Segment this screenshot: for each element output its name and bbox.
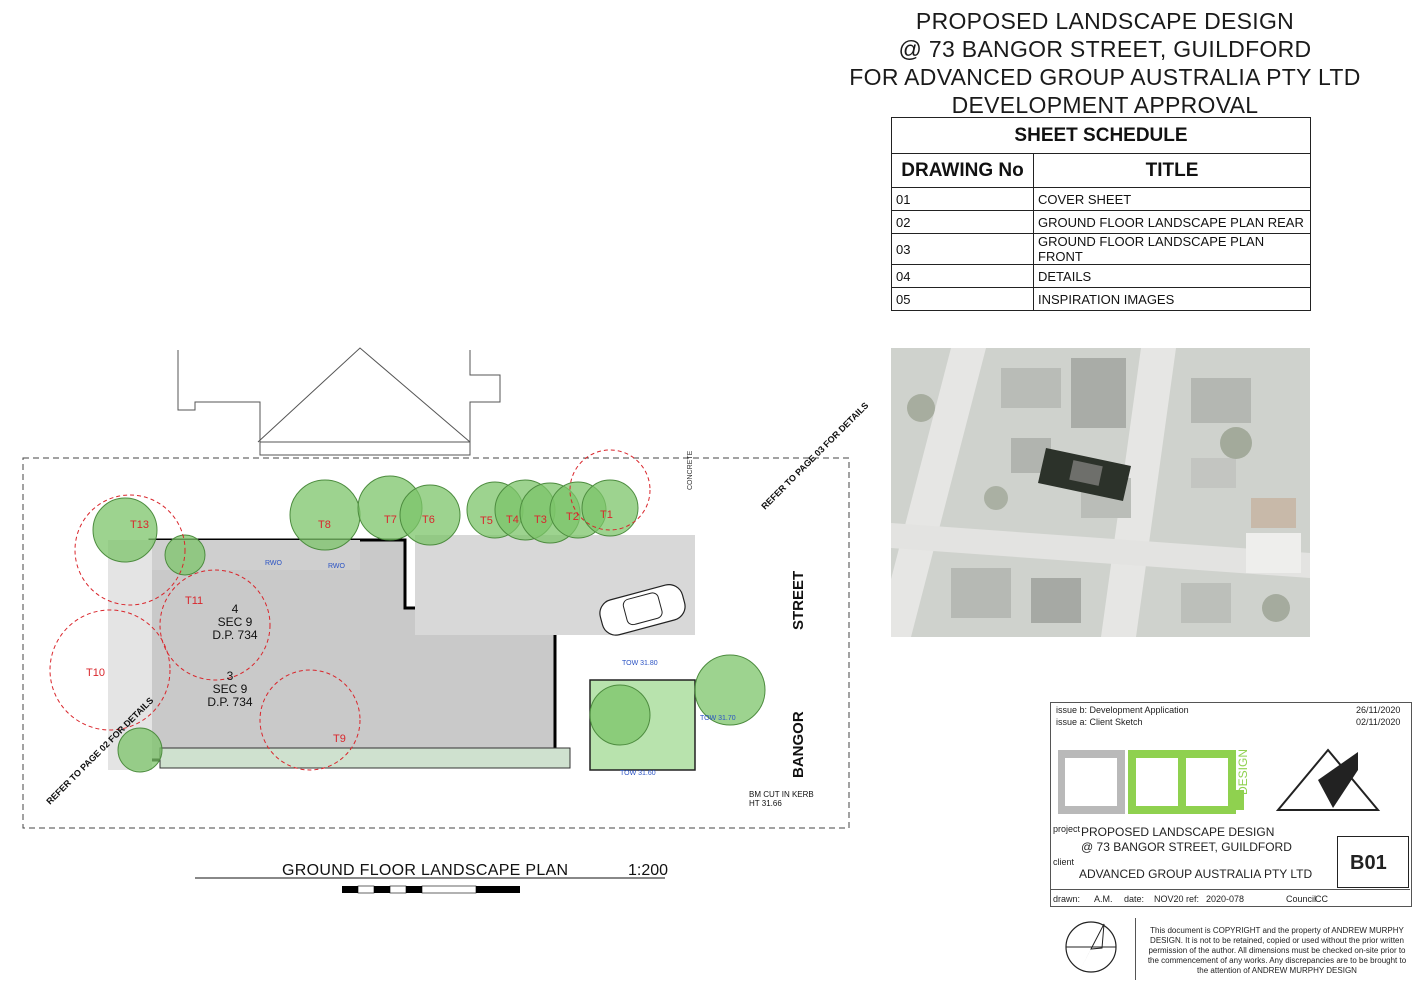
aerial-site-photo [891, 348, 1310, 637]
site-boundary [22, 457, 850, 829]
tree-label: T13 [130, 519, 149, 531]
date-label: date: [1124, 894, 1145, 904]
bangor-label: BANGOR [790, 711, 807, 778]
neighbour-house-outline [177, 350, 501, 456]
scale-bar [342, 885, 520, 894]
title-line-3: FOR ADVANCED GROUP AUSTRALIA PTY LTD [849, 64, 1361, 90]
copyright-notice: This document is COPYRIGHT and the prope… [1147, 926, 1407, 975]
schedule-no: 02 [891, 210, 1034, 234]
issue-b: issue b: Development Application [1056, 705, 1189, 715]
plan-scale: 1:200 [628, 862, 669, 879]
schedule-title: GROUND FLOOR LANDSCAPE PLAN FRONT [1033, 233, 1311, 265]
client-name: ADVANCED GROUP AUSTRALIA PTY LTD [1079, 867, 1313, 881]
tree-label: T4 [506, 514, 519, 526]
drawn-value: A.M. [1094, 894, 1113, 904]
tow-label: TOW 31.80 [622, 660, 658, 667]
title-line-4: DEVELOPMENT APPROVAL [951, 92, 1259, 118]
logo-design-text: DESIGN [1236, 748, 1250, 795]
title-line-2: @ 73 BANGOR STREET, GUILDFORD [898, 36, 1312, 62]
lot4-sec: SEC 9 [218, 615, 253, 629]
schedule-no: 04 [891, 264, 1034, 288]
tree-label: T5 [480, 515, 493, 527]
tree-label: T2 [566, 511, 579, 523]
lot3-sec: SEC 9 [213, 682, 248, 696]
rwo-label: RWO [265, 560, 283, 567]
tree-label: T9 [333, 733, 346, 745]
ref-value: 2020-078 [1206, 894, 1245, 904]
refer-right-label: REFER TO PAGE 03 FOR DETAILS [759, 400, 870, 511]
plan-caption: GROUND FLOOR LANDSCAPE PLAN [282, 862, 569, 879]
project-label: project [1053, 824, 1081, 834]
legal-divider [1135, 918, 1136, 980]
tree-label: T3 [534, 514, 547, 526]
client-label: client [1053, 857, 1075, 867]
tree-canopies [92, 475, 766, 773]
planter-strip [159, 747, 571, 769]
ref-label: ref: [1186, 894, 1200, 904]
tree-label: T8 [318, 519, 331, 531]
schedule-title: GROUND FLOOR LANDSCAPE PLAN REAR [1033, 210, 1311, 234]
car-icon [599, 584, 686, 636]
schedule-no: 01 [891, 187, 1034, 211]
landscape-plan-drawing: T1 T2 T3 T4 T5 T6 T7 T8 T9 T10 T11 T13 4… [22, 347, 870, 879]
street-label: STREET [790, 571, 807, 630]
title-line-1: PROPOSED LANDSCAPE DESIGN [915, 8, 1295, 34]
tree-label: T7 [384, 514, 397, 526]
bm-label: BM CUT IN KERB [749, 790, 814, 799]
tree-label: T11 [185, 595, 203, 607]
date-value: NOV20 [1154, 894, 1184, 904]
rwo-label: RWO [328, 563, 346, 570]
neighbour-roof [257, 347, 471, 443]
project-line-1: PROPOSED LANDSCAPE DESIGN [1081, 825, 1275, 839]
council-label: Council [1286, 894, 1317, 904]
tree-label: T6 [422, 514, 435, 526]
schedule-no: 05 [891, 287, 1034, 311]
sheet-number-box [1337, 836, 1409, 888]
north-arrow-icon [1065, 921, 1117, 973]
lot3-label: 3 [227, 669, 234, 683]
drawn-label: drawn: [1053, 894, 1081, 904]
am-design-logo [1058, 748, 1381, 814]
schedule-col-drawing: DRAWING No [891, 153, 1034, 188]
tree-label: T10 [86, 667, 105, 679]
drawing-title-block [1050, 702, 1412, 907]
council-value: CC [1315, 894, 1328, 904]
issue-b-date: 26/11/2020 [1356, 705, 1401, 715]
schedule-title: DETAILS [1033, 264, 1311, 288]
schedule-heading: SHEET SCHEDULE [891, 117, 1311, 154]
tree-label: T1 [600, 509, 613, 521]
tree-protection-zones [49, 449, 651, 771]
issue-a-date: 02/11/2020 [1356, 717, 1401, 727]
tow-label: TOW 31.60 [620, 770, 656, 777]
project-line-2: @ 73 BANGOR STREET, GUILDFORD [1081, 840, 1292, 854]
schedule-title: COVER SHEET [1033, 187, 1311, 211]
sheet-number: B01 [1350, 852, 1387, 874]
title-block-divider [1050, 889, 1410, 890]
schedule-no: 03 [891, 233, 1034, 265]
issue-a: issue a: Client Sketch [1056, 717, 1143, 727]
tow-label: TOW 31.70 [700, 715, 736, 722]
aerial-map-graphic [891, 348, 1310, 637]
concrete-label: CONCRETE [687, 450, 694, 490]
lot4-label: 4 [232, 602, 239, 616]
lot3-dp: D.P. 734 [207, 695, 252, 709]
lot4-dp: D.P. 734 [212, 628, 257, 642]
schedule-title: INSPIRATION IMAGES [1033, 287, 1311, 311]
bm-height: HT 31.66 [749, 799, 782, 808]
schedule-col-title: TITLE [1033, 153, 1311, 188]
